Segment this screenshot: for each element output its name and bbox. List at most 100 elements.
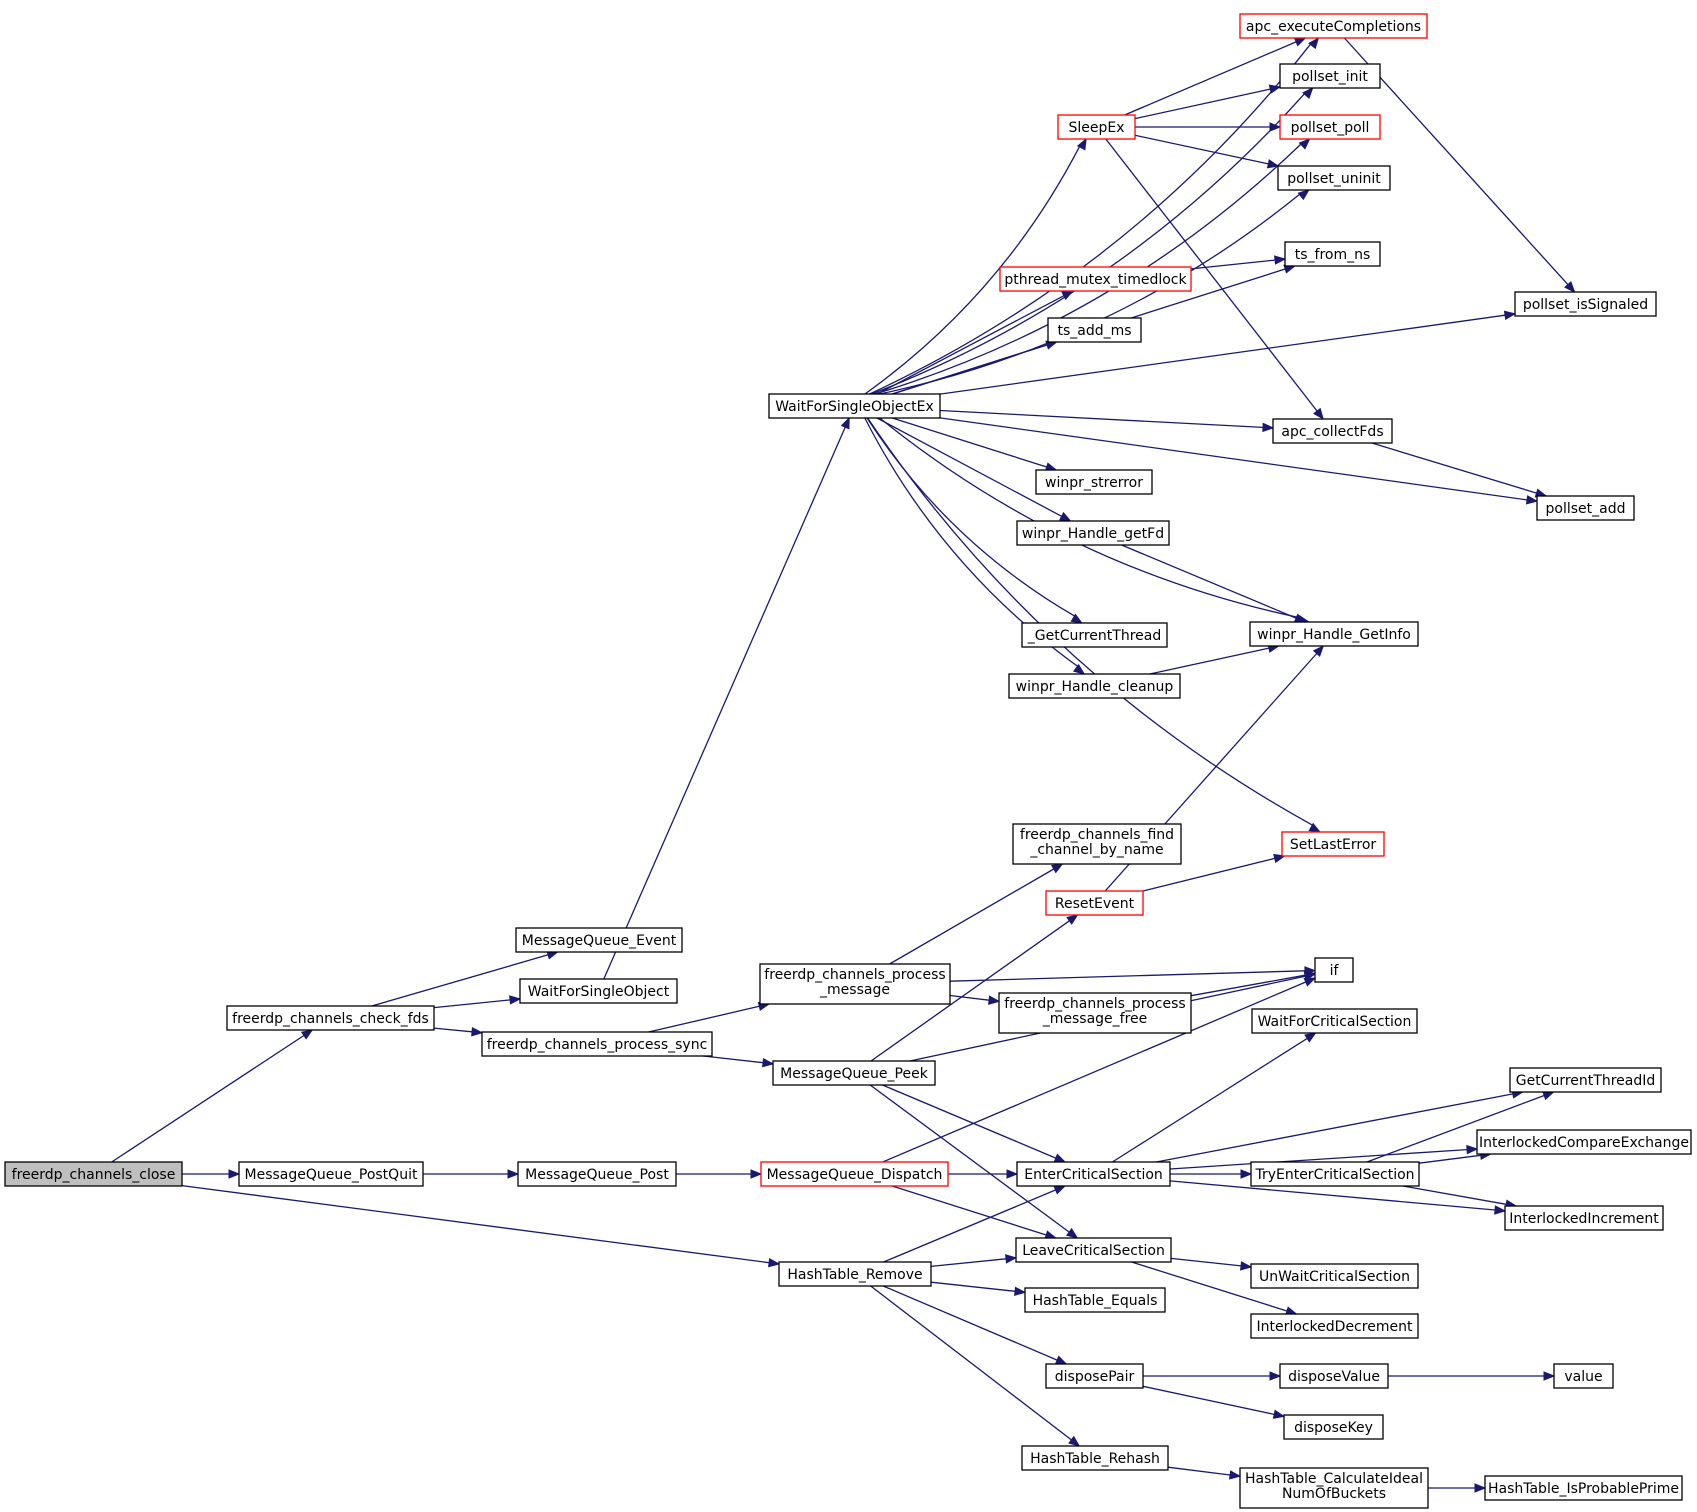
node-polluninit[interactable]: pollset_uninit (1277, 165, 1391, 191)
node-box (1272, 418, 1393, 444)
node-strerror[interactable]: winpr_strerror (1035, 469, 1153, 495)
node-root[interactable]: freerdp_channels_close (4, 1161, 183, 1187)
edge-procmsg-procmsgfree (949, 994, 1001, 1005)
edge-hashremove-htrehash (870, 1285, 1081, 1447)
node-label: value (1564, 1369, 1602, 1385)
node-apcexec[interactable]: apc_executeCompletions (1239, 13, 1428, 39)
node-label: HashTable_Remove (787, 1267, 922, 1283)
node-entercrit[interactable]: EnterCriticalSection (1016, 1161, 1171, 1187)
node-disposepair[interactable]: disposePair (1045, 1363, 1144, 1389)
node-label: winpr_Handle_GetInfo (1257, 627, 1411, 643)
node-pollpoll[interactable]: pollset_poll (1279, 114, 1381, 140)
node-box (1314, 957, 1354, 983)
node-resetevent[interactable]: ResetEvent (1045, 890, 1144, 916)
node-disposekey[interactable]: disposeKey (1283, 1414, 1384, 1440)
node-label: HashTable_CalculateIdeal (1245, 1471, 1423, 1487)
node-getfd[interactable]: winpr_Handle_getFd (1016, 520, 1170, 546)
node-disposevalue[interactable]: disposeValue (1279, 1363, 1389, 1389)
node-mqpost[interactable]: MessageQueue_Post (517, 1161, 677, 1187)
edge-ptmutex-tsfromns (1190, 255, 1287, 270)
node-wfso[interactable]: WaitForSingleObject (519, 978, 678, 1004)
nodes-layer: freerdp_channels_close freerdp_channels_c… (4, 13, 1692, 1509)
node-label: TryEnterCriticalSection (1254, 1167, 1414, 1183)
node-ptmutex[interactable]: pthread_mutex_timedlock (999, 266, 1192, 292)
node-value[interactable]: value (1553, 1363, 1614, 1389)
node-setlasterr[interactable]: SetLastError (1281, 831, 1385, 857)
edge-wfsoex-polladd (939, 417, 1539, 505)
edge-wfsoex-setlasterr (867, 417, 1322, 833)
node-curthread[interactable]: _GetCurrentThread (1021, 622, 1168, 648)
node-waitcrit[interactable]: WaitForCriticalSection (1251, 1008, 1418, 1034)
node-mq_event[interactable]: MessageQueue_Event (515, 927, 683, 953)
node-tsaddms[interactable]: ts_add_ms (1047, 317, 1142, 343)
node-procmsg[interactable]: freerdp_channels_process_message (759, 963, 951, 1005)
node-getinfo[interactable]: winpr_Handle_GetInfo (1249, 621, 1419, 647)
node-label: freerdp_channels_process (1004, 996, 1185, 1012)
node-mqdispatch[interactable]: MessageQueue_Dispatch (760, 1161, 949, 1187)
node-label: pthread_mutex_timedlock (1004, 272, 1187, 288)
node-box (1047, 317, 1142, 343)
node-if[interactable]: if (1314, 957, 1354, 983)
node-findchan[interactable]: freerdp_channels_find_channel_by_name (1012, 823, 1182, 865)
edge-wfsoex-getfd (876, 417, 1072, 522)
node-htprime[interactable]: HashTable_IsProbablePrime (1484, 1475, 1683, 1501)
node-box (999, 266, 1192, 292)
node-label: freerdp_channels_close (12, 1167, 176, 1183)
node-hashremove[interactable]: HashTable_Remove (778, 1261, 932, 1287)
node-check_fds[interactable]: freerdp_channels_check_fds (226, 1005, 435, 1031)
edge-apccollect-polladd (1371, 442, 1548, 498)
node-label: pollset_poll (1291, 120, 1370, 136)
edge-entercrit-icx (1169, 1144, 1479, 1170)
node-tryenter[interactable]: TryEnterCriticalSection (1250, 1161, 1420, 1187)
edge-getfd-getinfo (1121, 544, 1307, 623)
node-iinc[interactable]: InterlockedIncrement (1504, 1205, 1664, 1231)
edge-sleepex-polluninit (1134, 134, 1280, 169)
node-label: SetLastError (1290, 837, 1377, 853)
node-htequals[interactable]: HashTable_Equals (1024, 1287, 1166, 1313)
node-box (1239, 1467, 1429, 1509)
node-unwaitcrit[interactable]: UnWaitCriticalSection (1250, 1263, 1419, 1289)
node-box (1281, 831, 1385, 857)
node-apccollect[interactable]: apc_collectFds (1272, 418, 1393, 444)
node-label: pollset_uninit (1287, 171, 1381, 187)
node-mqpeek[interactable]: MessageQueue_Peek (772, 1060, 936, 1086)
node-postquit[interactable]: MessageQueue_PostQuit (238, 1161, 424, 1187)
node-htrehash[interactable]: HashTable_Rehash (1021, 1445, 1169, 1471)
node-box (1250, 1313, 1419, 1339)
node-pollsig[interactable]: pollset_isSignaled (1514, 291, 1657, 317)
node-wfsoex[interactable]: WaitForSingleObjectEx (768, 393, 941, 419)
edge-entercrit-iinc (1169, 1180, 1507, 1215)
node-label: HashTable_Equals (1033, 1293, 1158, 1309)
edge-mqdispatch-if (882, 977, 1317, 1163)
node-cleanup[interactable]: winpr_Handle_cleanup (1008, 673, 1181, 699)
node-icx[interactable]: InterlockedCompareExchange (1476, 1129, 1692, 1155)
node-label: ResetEvent (1055, 896, 1135, 912)
node-sleepex[interactable]: SleepEx (1057, 114, 1136, 140)
node-label: UnWaitCriticalSection (1259, 1269, 1410, 1285)
edge-mqdispatch-leavecrit (892, 1185, 1058, 1240)
node-label: pollset_add (1546, 501, 1626, 517)
node-polladd[interactable]: pollset_add (1536, 495, 1635, 521)
node-box (226, 1005, 435, 1031)
node-label: WaitForCriticalSection (1258, 1014, 1412, 1030)
node-tsfromns[interactable]: ts_from_ns (1284, 241, 1381, 267)
node-procmsgfree[interactable]: freerdp_channels_process_message_free (998, 992, 1192, 1034)
node-getthreadid[interactable]: GetCurrentThreadId (1509, 1067, 1662, 1093)
node-box (1045, 890, 1144, 916)
node-box (1035, 469, 1153, 495)
node-procsync[interactable]: freerdp_channels_process_sync (481, 1031, 713, 1057)
node-idec[interactable]: InterlockedDecrement (1250, 1313, 1419, 1339)
edge-wfsoex-tsaddms (892, 340, 1058, 395)
node-box (1250, 1263, 1419, 1289)
node-box (1509, 1067, 1662, 1093)
edge-mqpost-mqdispatch (676, 1169, 763, 1179)
edge-disposepair-disposevalue (1142, 1371, 1282, 1381)
node-box (1514, 291, 1657, 317)
node-leavecrit[interactable]: LeaveCriticalSection (1015, 1237, 1172, 1263)
edge-procmsgfree-if (1190, 970, 1317, 997)
node-label: disposeValue (1288, 1369, 1380, 1385)
node-pollinit[interactable]: pollset_init (1279, 63, 1381, 89)
node-label: NumOfBuckets (1282, 1486, 1386, 1502)
